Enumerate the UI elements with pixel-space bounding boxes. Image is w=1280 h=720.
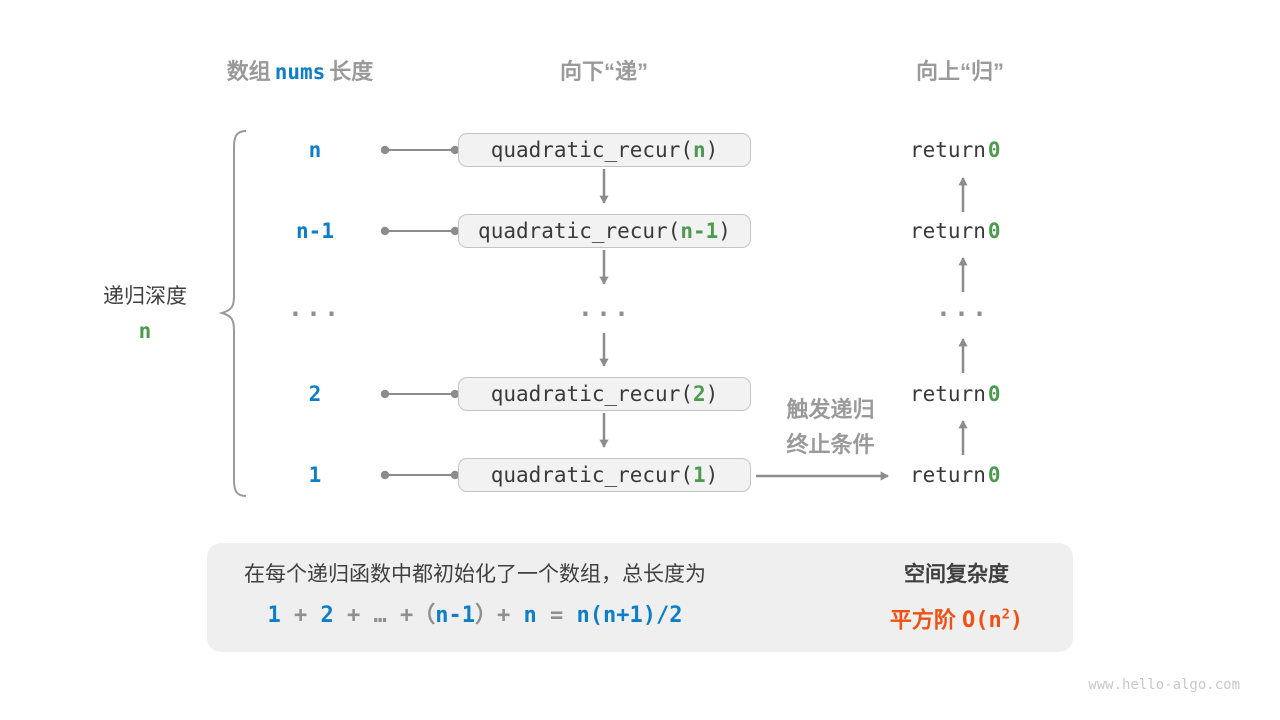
return-stmt-n: return0 — [910, 135, 1001, 165]
formula-plus: + — [294, 603, 308, 628]
formula-term-1: 1 — [267, 603, 281, 628]
header-nums-code: nums — [274, 60, 326, 84]
big-o-prefix: O(n — [961, 608, 1002, 634]
call-suffix: ) — [718, 219, 731, 243]
depth-ellipsis: ... — [287, 293, 343, 322]
call-prefix: quadratic_recur( — [490, 138, 693, 162]
return-stmt-2: return0 — [910, 379, 1001, 409]
call-prefix: quadratic_recur( — [490, 463, 693, 487]
call-suffix: ) — [705, 463, 719, 487]
formula-ellipsis: … — [373, 603, 387, 628]
complexity-order-label: 平方阶 — [889, 607, 956, 633]
depth-value-n-1: n-1 — [296, 219, 334, 243]
header-upward-return: 向上“归” — [915, 59, 1004, 84]
return-stmt-n-1: return0 — [910, 216, 1001, 246]
formula-plus: + — [347, 603, 361, 628]
depth-value-1: 1 — [308, 463, 322, 487]
return-value: 0 — [987, 382, 1001, 406]
call-box-1: quadratic_recur(1) — [458, 458, 751, 492]
return-keyword: return — [910, 138, 986, 162]
base-case-annotation-line1: 触发递归 — [786, 397, 875, 422]
call-ellipsis: ... — [577, 293, 633, 322]
formula-plus-open-paren: +（ — [400, 603, 436, 628]
summary-formula: 1 + 2 + … +（n-1）+ n = n(n+1)/2 — [220, 601, 730, 631]
call-suffix: ) — [705, 138, 719, 162]
call-arg-n-1: n-1 — [680, 219, 719, 243]
call-arg-n: n — [692, 138, 706, 162]
formula-term-2: 2 — [320, 603, 334, 628]
call-box-n-1: quadratic_recur(n-1) — [458, 214, 751, 248]
call-suffix: ) — [705, 382, 719, 406]
recursion-depth-value: n — [138, 319, 152, 343]
return-keyword: return — [910, 382, 986, 406]
call-prefix: quadratic_recur( — [478, 219, 681, 243]
connector-row-2 — [380, 389, 460, 399]
return-ellipsis: ... — [935, 293, 991, 322]
return-value: 0 — [987, 219, 1001, 243]
return-value: 0 — [987, 463, 1001, 487]
space-complexity-title: 空间复杂度 — [904, 563, 1009, 586]
formula-term-n-1: n-1 — [435, 603, 476, 628]
connector-row-n — [380, 145, 460, 155]
formula-term-n: n — [523, 603, 537, 628]
connector-row-1 — [380, 470, 460, 480]
watermark: www.hello-algo.com — [1088, 677, 1240, 693]
return-keyword: return — [910, 219, 986, 243]
connector-row-n-1 — [380, 226, 460, 236]
space-complexity-value: 平方阶 O(n2) — [850, 600, 1063, 636]
depth-value-n: n — [308, 138, 322, 162]
return-value: 0 — [987, 138, 1001, 162]
depth-brace — [218, 130, 247, 497]
call-arg-1: 1 — [692, 463, 706, 487]
header-array-length-prefix: 数组 — [226, 59, 271, 84]
call-box-n: quadratic_recur(n) — [458, 133, 751, 167]
big-o-close: ) — [1009, 608, 1024, 634]
return-stmt-1: return0 — [910, 460, 1001, 490]
recursion-depth-label: 递归深度 — [103, 285, 187, 308]
summary-panel — [207, 543, 1073, 652]
call-arg-2: 2 — [692, 382, 706, 406]
big-o-exponent: 2 — [1001, 607, 1010, 623]
formula-equals: = — [550, 603, 564, 628]
formula-result: n(n+1)/2 — [576, 603, 683, 628]
summary-text: 在每个递归函数中都初始化了一个数组，总长度为 — [244, 563, 706, 586]
return-keyword: return — [910, 463, 986, 487]
big-o-notation: O(n2) — [961, 607, 1024, 634]
base-case-annotation-line2: 终止条件 — [786, 432, 875, 457]
header-downward-recurse: 向下“递” — [559, 59, 648, 84]
formula-close-paren-plus: ）+ — [475, 603, 511, 628]
header-array-length-suffix: 长度 — [329, 59, 374, 84]
call-prefix: quadratic_recur( — [490, 382, 693, 406]
depth-value-2: 2 — [308, 382, 322, 406]
base-case-annotation: 触发递归 终止条件 — [768, 392, 893, 462]
call-box-2: quadratic_recur(2) — [458, 377, 751, 411]
